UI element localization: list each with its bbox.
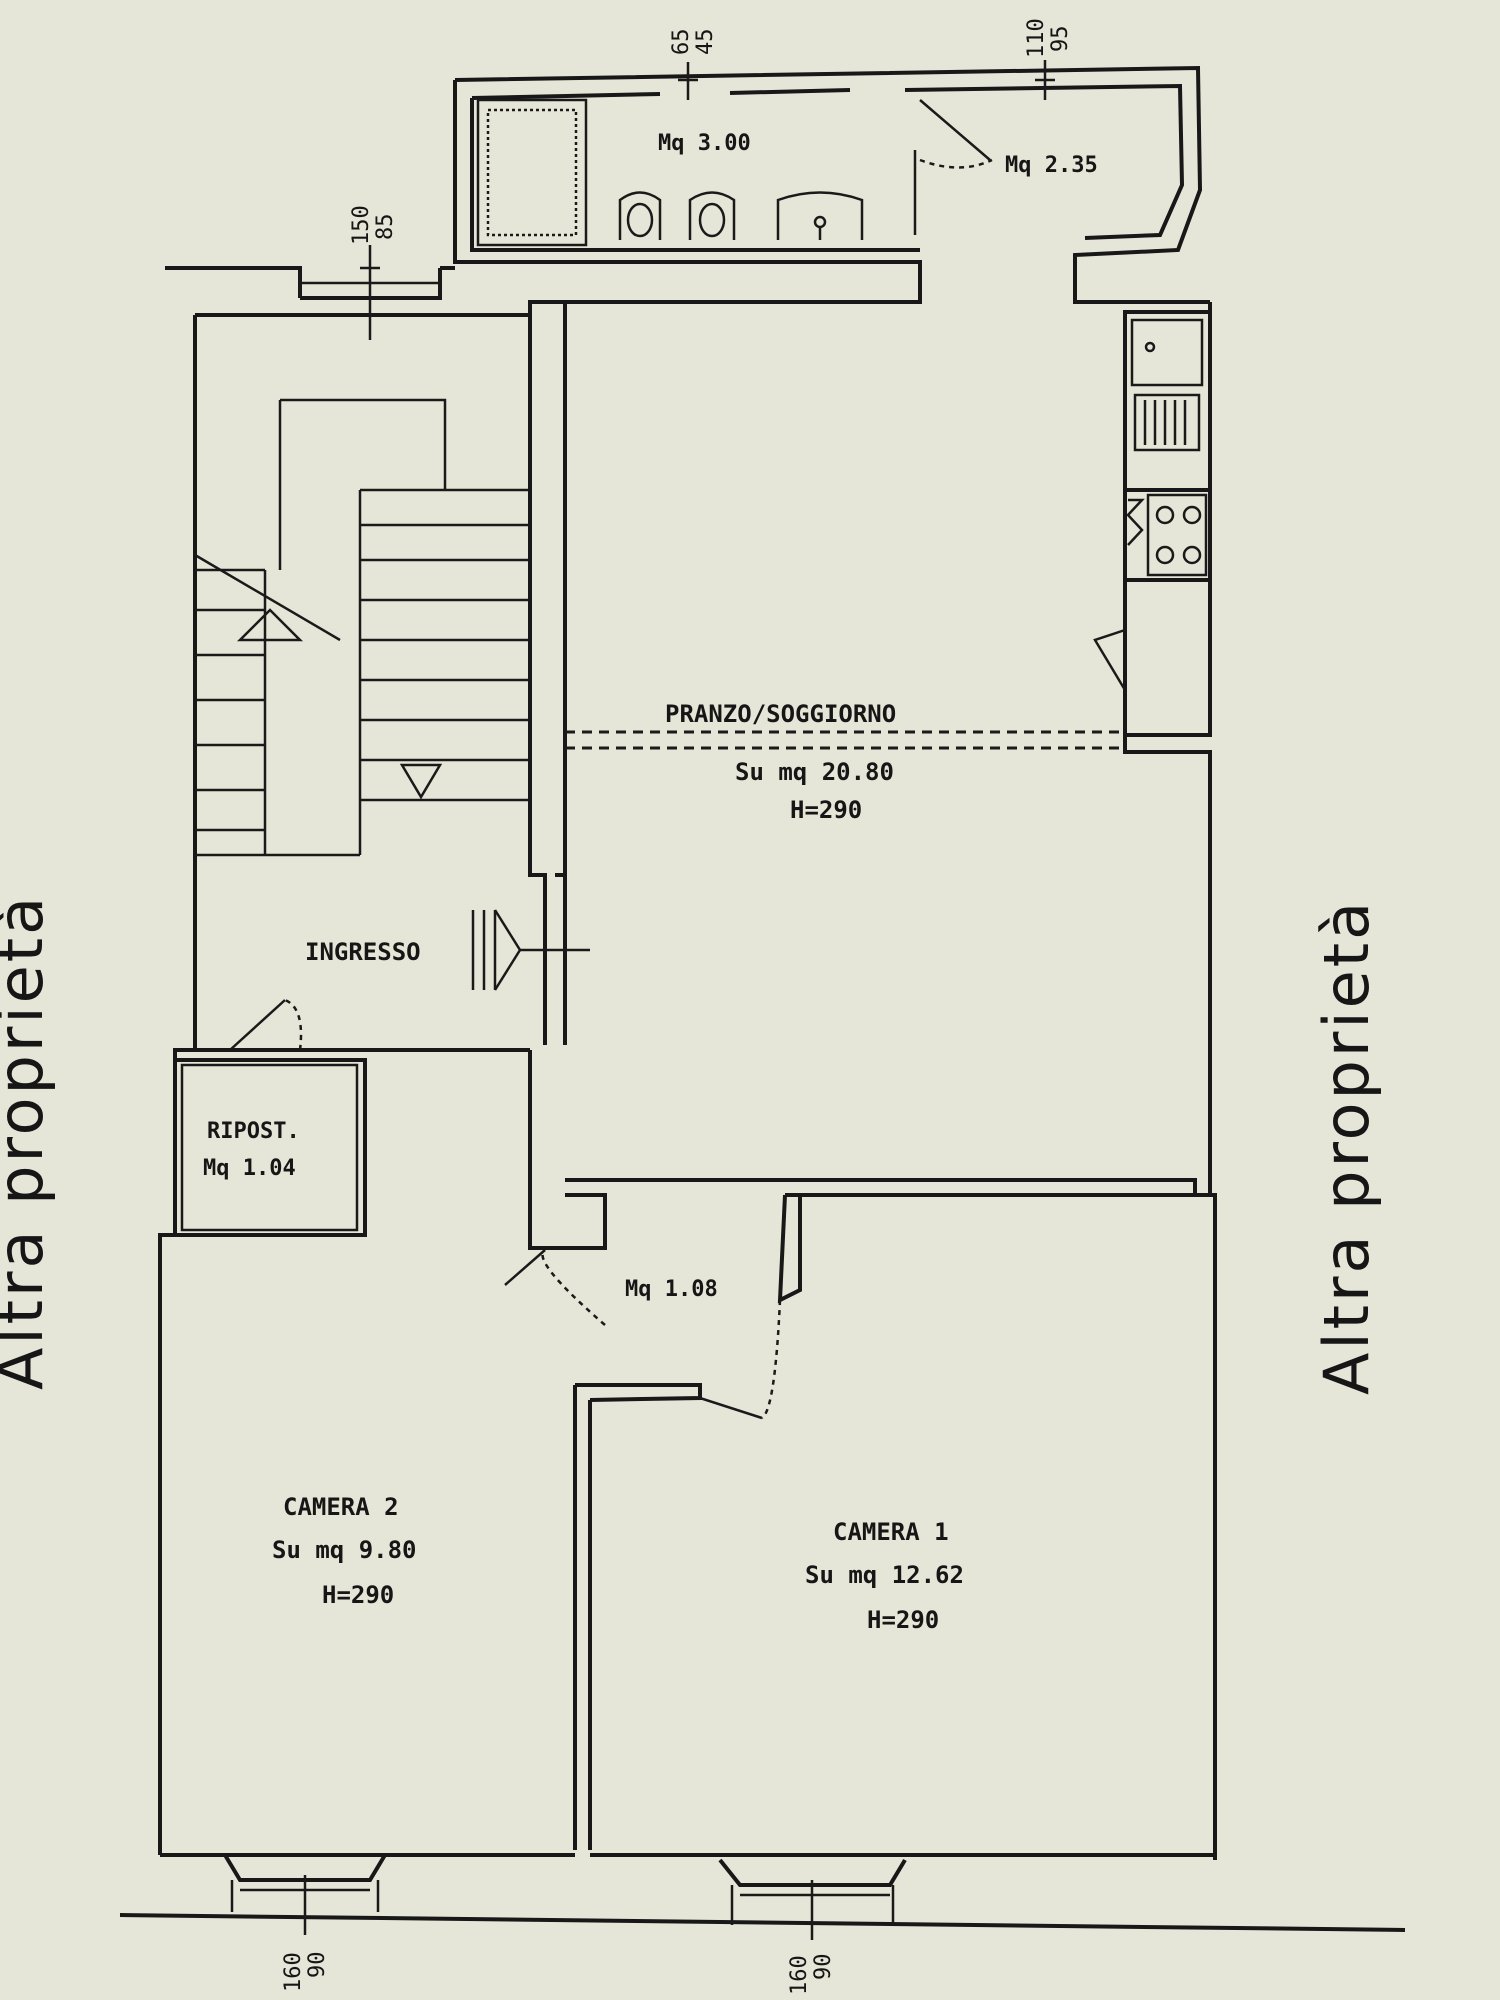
storage-name-label: RIPOST. xyxy=(207,1119,300,1144)
dim-bedroom1-window-a: 160 xyxy=(787,1955,812,1995)
storage-area-label: Mq 1.04 xyxy=(203,1156,296,1181)
bedroom2-height-label: H=290 xyxy=(322,1581,394,1609)
labels: Mq 3.00 Mq 2.35 PRANZO/SOGGIORNO Su mq 2… xyxy=(203,131,1098,1634)
bedroom2-name-label: CAMERA 2 xyxy=(283,1493,399,1521)
dim-bedroom2-window-b: 90 xyxy=(305,1952,330,1979)
stove-icon xyxy=(1146,493,1208,577)
entrance-label: INGRESSO xyxy=(305,938,421,966)
walls xyxy=(119,65,1406,1932)
dim-bath-window-b: 45 xyxy=(693,29,718,56)
bedroom2-area-label: Su mq 9.80 xyxy=(272,1536,417,1564)
dimension-labels: 65 45 110 95 150 85 160 90 160 90 xyxy=(281,18,1073,1995)
bath-area-label: Mq 3.00 xyxy=(658,131,751,156)
hall-area-label: Mq 1.08 xyxy=(625,1277,718,1302)
dim-bedroom2-window-a: 160 xyxy=(281,1952,306,1992)
dim-bedroom1-window-b: 90 xyxy=(811,1954,836,1981)
bathroom-fixtures xyxy=(476,98,917,247)
dim-stair-window-b: 85 xyxy=(373,214,398,241)
closet-area-label: Mq 2.35 xyxy=(1005,153,1098,178)
dimension-lines xyxy=(303,60,1055,1940)
living-name-label: PRANZO/SOGGIORNO xyxy=(665,700,896,728)
kitchen-sink-icon xyxy=(1130,318,1204,387)
right-neighbor-label: Altra proprietà xyxy=(1310,899,1383,1395)
toilet-icon xyxy=(618,191,662,240)
kitchen-fixtures xyxy=(1093,318,1208,691)
bedroom1-height-label: H=290 xyxy=(867,1606,939,1634)
bidet-icon xyxy=(688,191,736,240)
dim-bath-window-a: 65 xyxy=(669,29,694,56)
staircase xyxy=(194,398,530,857)
sink-icon xyxy=(776,191,864,240)
dim-closet-window-a: 110 xyxy=(1024,18,1049,58)
dim-closet-window-b: 95 xyxy=(1048,26,1073,53)
left-neighbor-label: Altra proprietà xyxy=(0,894,57,1390)
living-area-label: Su mq 20.80 xyxy=(735,758,894,786)
bedroom1-area-label: Su mq 12.62 xyxy=(805,1561,964,1589)
living-height-label: H=290 xyxy=(790,796,862,824)
bedroom1-name-label: CAMERA 1 xyxy=(833,1518,949,1546)
doors xyxy=(229,99,993,1420)
shower-tray-icon xyxy=(476,98,588,247)
dim-stair-window-a: 150 xyxy=(349,205,374,245)
